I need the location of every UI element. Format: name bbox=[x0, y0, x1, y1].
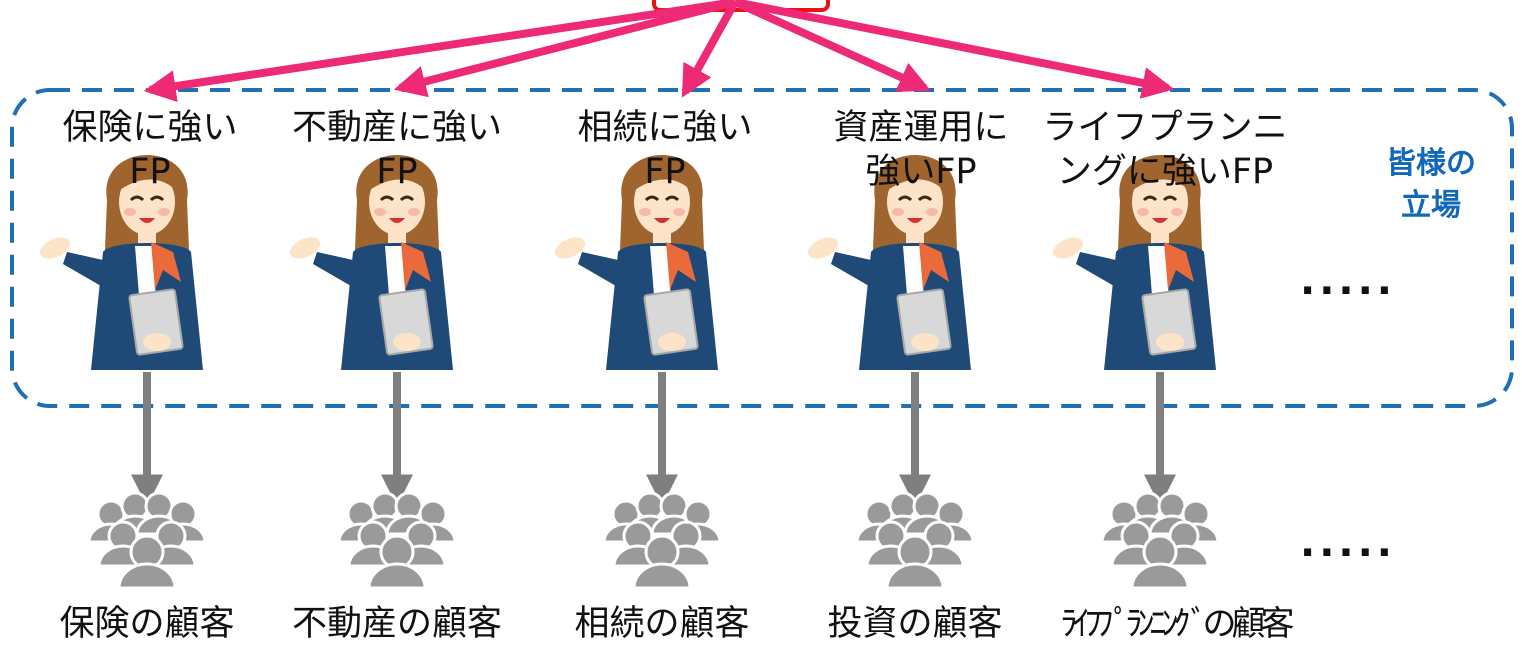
fp-label-insurance: 保険に強い FP bbox=[62, 108, 238, 192]
grey-arrow-group bbox=[131, 372, 1176, 507]
pink-arrow-5 bbox=[734, 0, 1175, 99]
position-dashed-frame bbox=[10, 88, 1514, 408]
people-group-icon bbox=[855, 491, 975, 590]
client-label-inheritance: 相続の顧客 bbox=[574, 604, 750, 644]
pink-arrow-group bbox=[143, 0, 1175, 103]
people-group-icon bbox=[602, 491, 722, 590]
position-note: 皆様の 立場 bbox=[1386, 146, 1476, 223]
client-label-insurance: 保険の顧客 bbox=[59, 604, 235, 644]
fp-label-asset-management: 資産運用に 強いFP bbox=[833, 108, 1009, 192]
pink-arrow-2 bbox=[393, 0, 736, 98]
pink-arrow-4 bbox=[733, 0, 931, 93]
client-ellipsis: ..... bbox=[1300, 520, 1396, 566]
pink-arrow-3 bbox=[681, 0, 739, 98]
people-group-icon bbox=[1100, 491, 1220, 590]
people-group-icon bbox=[87, 491, 207, 590]
client-group-icons bbox=[87, 491, 1220, 590]
people-group-icon bbox=[337, 491, 457, 590]
client-label-investment: 投資の顧客 bbox=[827, 604, 1003, 644]
fp-label-life-planning: ライフプランニ ングに強いFP bbox=[1042, 108, 1288, 192]
pink-arrow-1 bbox=[143, 0, 736, 103]
fp-ellipsis: ..... bbox=[1300, 258, 1396, 304]
top-source-box bbox=[652, 0, 830, 12]
client-label-real-estate: 不動産の顧客 bbox=[291, 604, 502, 644]
fp-label-real-estate: 不動産に強い FP bbox=[291, 108, 502, 192]
client-label-life-planning: ﾗｲﾌﾌﾟﾗﾝﾆﾝｸﾞの顧客 bbox=[1060, 604, 1295, 644]
fp-label-inheritance: 相続に強い FP bbox=[577, 108, 753, 192]
